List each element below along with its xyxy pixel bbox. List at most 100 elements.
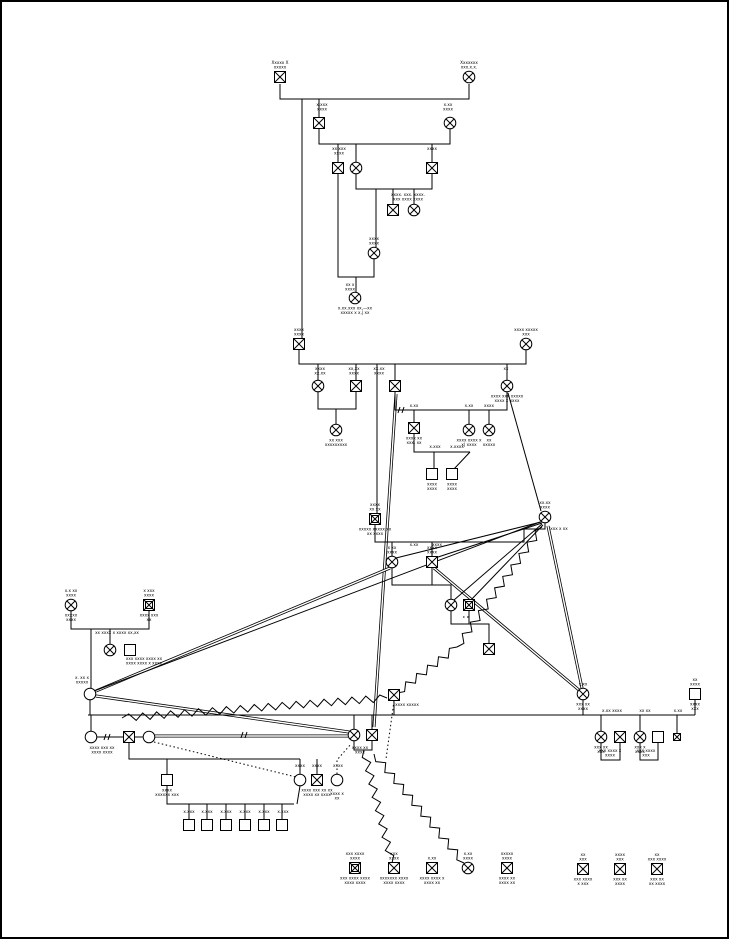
- connector-line: [279, 84, 470, 100]
- annotation-label: x.xxx: [429, 444, 441, 449]
- connector-line: [413, 434, 470, 453]
- connector-line: [353, 741, 373, 751]
- person-node-male-p22[interactable]: [426, 468, 438, 480]
- deceased-x-mark: [578, 689, 588, 699]
- annotation-label: x.xxx: [183, 809, 195, 814]
- zigzag-conflict-line: [456, 526, 543, 648]
- connector-line: [298, 350, 527, 365]
- connector-line: [166, 786, 294, 805]
- annotation-label: x.xx: [674, 708, 683, 713]
- double-bond-core: [95, 567, 391, 692]
- deceased-x-mark: [388, 862, 400, 874]
- connector-line: [128, 743, 300, 760]
- person-node-female-p38[interactable]: [142, 730, 156, 744]
- connector-line: [507, 392, 542, 512]
- deceased-x-mark: [366, 729, 378, 741]
- person-node-female-p35[interactable]: [83, 687, 97, 701]
- deceased-x-mark: [502, 381, 512, 391]
- deceased-x-mark: [446, 600, 456, 610]
- deceased-x-mark: [614, 731, 626, 743]
- person-node-male-p23[interactable]: [446, 468, 458, 480]
- connector-line: [374, 523, 546, 543]
- annotation-label: xxxx: [427, 146, 437, 151]
- deceased-x-mark: [464, 425, 474, 435]
- person-node-female-p36[interactable]: [84, 730, 98, 744]
- person-node-inner-border: [465, 601, 473, 609]
- separation-tick: [240, 731, 244, 739]
- person-node-inner-border: [371, 515, 379, 523]
- person-node-male-p46[interactable]: [239, 819, 251, 831]
- person-node-male-p63[interactable]: [652, 731, 664, 743]
- separation-tick: [244, 731, 248, 739]
- connector-line: [355, 174, 433, 190]
- separation-tick: [107, 733, 111, 741]
- connector-line: [434, 522, 543, 559]
- person-node-male-p47[interactable]: [258, 819, 270, 831]
- annotation-label: xxxx: [484, 403, 494, 408]
- deceased-x-mark: [387, 204, 399, 216]
- deceased-x-mark: [408, 422, 420, 434]
- person-label: x.xx: [428, 856, 437, 861]
- connector-line: [453, 523, 543, 601]
- annotation-label: x.xxxx: [450, 444, 464, 449]
- person-node-male-p45[interactable]: [220, 819, 232, 831]
- annotation-label: xx xxxx x xxxx xx,xx: [95, 630, 139, 635]
- annotation-label: x.xx xxxx: [602, 708, 623, 713]
- deceased-x-mark: [463, 599, 475, 611]
- person-node-male-p39[interactable]: [161, 774, 173, 786]
- dotted-line: [385, 700, 395, 760]
- deceased-x-mark: [409, 205, 419, 215]
- annotation-label: x.xxx: [239, 809, 251, 814]
- annotation-label: xx xx: [639, 708, 651, 713]
- connector-line: [453, 451, 471, 470]
- person-node-male-p48[interactable]: [276, 819, 288, 831]
- annotation-label: x.xx: [410, 403, 419, 408]
- annotation-label: xxxx: [333, 763, 343, 768]
- connector-line: [317, 392, 357, 410]
- person-node-inner-border: [145, 601, 153, 609]
- person-node-male-p34[interactable]: [124, 644, 136, 656]
- person-label: x.xx: [579, 682, 588, 687]
- deceased-x-mark: [540, 512, 550, 522]
- connector-line: [639, 743, 659, 761]
- person-node-female-p40[interactable]: [293, 773, 307, 787]
- deceased-x-mark: [614, 863, 626, 875]
- deceased-x-mark: [349, 862, 361, 874]
- deceased-x-mark: [350, 380, 362, 392]
- annotation-label: x.xxx: [258, 809, 270, 814]
- deceased-x-mark: [651, 863, 663, 875]
- annotation-label: x.xxx: [220, 809, 232, 814]
- person-node-male-p44[interactable]: [201, 819, 213, 831]
- person-node-female-p42[interactable]: [330, 773, 344, 787]
- deceased-x-mark: [66, 600, 76, 610]
- deceased-x-mark: [389, 380, 401, 392]
- connector-line: [469, 524, 544, 602]
- person-node-male-p65[interactable]: [689, 688, 701, 700]
- separation-tick: [103, 733, 107, 741]
- person-node-male-p43[interactable]: [183, 819, 195, 831]
- deceased-x-mark: [483, 643, 495, 655]
